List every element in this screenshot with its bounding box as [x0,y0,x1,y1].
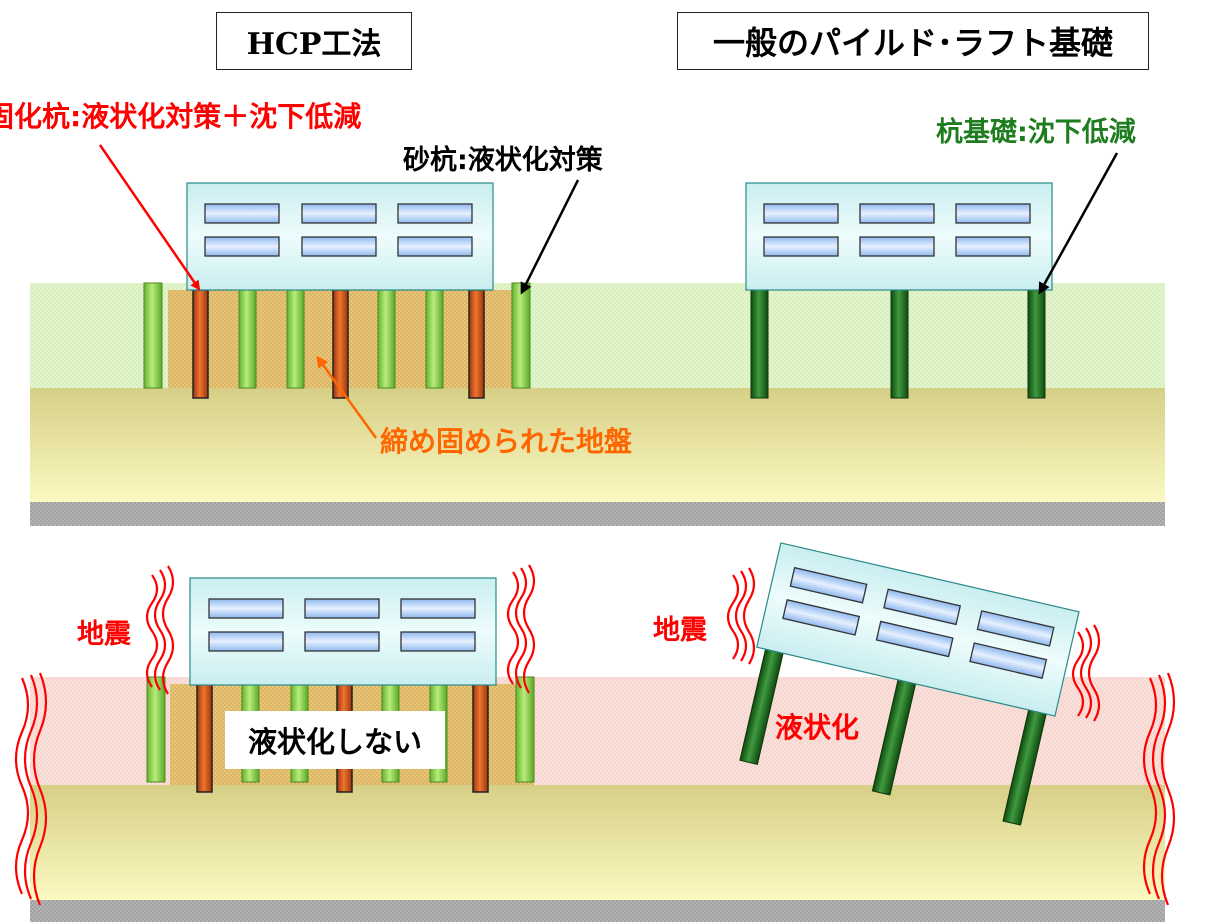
raft-piles-top [750,289,1046,399]
label-earthquake-left: 地震 [77,619,131,650]
seismic-wave-ground-right [1142,672,1176,906]
solid-pile [468,289,485,399]
hcp-piles-top [143,282,531,399]
raft-tilted-system [739,542,1080,826]
window [859,203,935,224]
label-no-liquefaction: 液状化しない [225,711,445,769]
hcp-building-bottom [189,577,497,686]
sand-pile [511,282,531,389]
steel-pile [890,289,909,399]
window [955,203,1031,224]
steel-pile [1027,289,1046,399]
window [955,236,1031,257]
solid-pile [472,683,489,793]
window [304,631,380,652]
title-hcp-method: HCP工法 [216,12,412,70]
seismic-wave-tilted-building-right [1071,624,1101,722]
ground-bottom [30,677,1165,922]
seismic-wave-ground-left [14,672,48,906]
raft-building-top [745,182,1053,291]
solid-pile [196,683,213,793]
window [397,203,473,224]
window [301,203,377,224]
arrow-solidified-pile [98,144,201,291]
label-solidified-pile: 固化杭:液状化対策＋沈下低減 [0,100,362,133]
window [208,598,284,619]
sand-pile [425,289,444,389]
arrow-compacted-ground [316,355,378,439]
hcp-building-top [186,182,494,291]
window [969,642,1048,679]
window [208,631,284,652]
window [301,236,377,257]
label-liquefaction: 液状化 [775,711,860,744]
bedrock-layer [30,900,1165,922]
lower-soil-layer [30,785,1165,900]
arrow-sand-pile [520,179,580,295]
sand-pile [146,676,166,783]
window [976,610,1055,647]
steel-pile [750,289,769,399]
bedrock-layer [30,502,1165,526]
label-earthquake-right: 地震 [653,615,707,646]
label-compacted-ground: 締め固められた地盤 [380,425,633,458]
window [304,598,380,619]
seismic-wave-left-building-right [506,564,536,694]
window [875,620,954,658]
arrow-pile-foundation [1038,152,1119,295]
title-piled-raft: 一般のパイルド･ラフト基礎 [677,12,1149,70]
window [204,203,280,224]
window [883,588,962,626]
window [859,236,935,257]
window [400,631,476,652]
lower-soil-layer [30,388,1165,502]
sand-pile [515,676,535,783]
window [763,203,839,224]
seismic-wave-left-building [145,565,175,695]
sand-pile [143,282,163,389]
window [789,566,868,604]
sand-pile [377,289,396,389]
window [400,598,476,619]
label-pile-foundation: 杭基礎:沈下低減 [936,117,1136,148]
solid-pile [192,289,209,399]
sand-pile [286,289,305,389]
window [763,236,839,257]
seismic-wave-tilted-building-left [726,567,756,665]
window [782,599,861,636]
sand-pile [238,289,257,389]
label-sand-pile: 砂杭:液状化対策 [403,145,603,176]
window [204,236,280,257]
window [397,236,473,257]
